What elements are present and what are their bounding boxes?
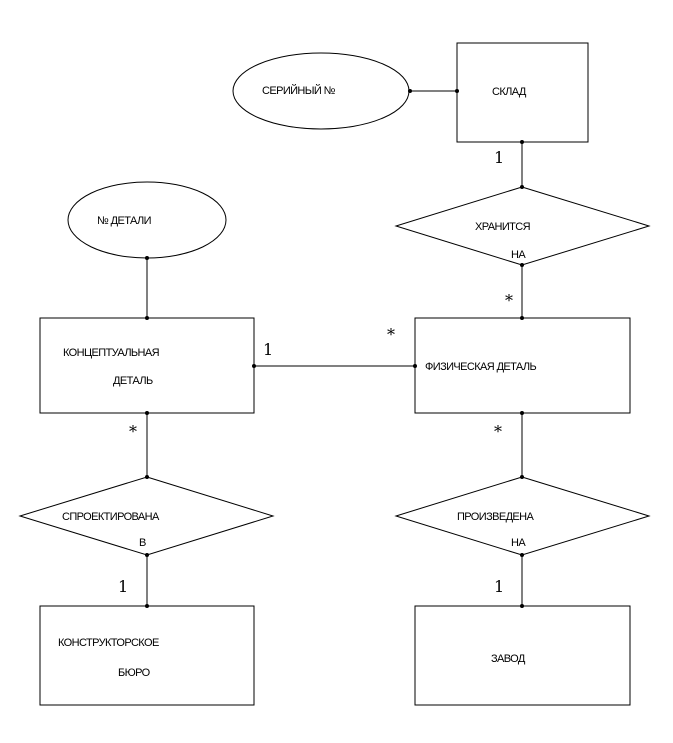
entity-warehouse-label: СКЛАД bbox=[492, 86, 527, 98]
entity-conceptual-part-label-1: КОНЦЕПТУАЛЬНАЯ bbox=[63, 347, 160, 359]
connection-dot bbox=[520, 604, 524, 608]
entity-warehouse: СКЛАД bbox=[456, 42, 589, 143]
entity-conceptual-part-label-2: ДЕТАЛЬ bbox=[113, 375, 153, 387]
connection-dot bbox=[145, 316, 149, 320]
connection-dot bbox=[413, 364, 417, 368]
cardinality-conceptual-link: 1 bbox=[263, 340, 273, 359]
connection-dots bbox=[145, 89, 524, 608]
relationship-produced: ПРОИЗВЕДЕНА НА bbox=[394, 476, 651, 556]
attribute-part-no: № ДЕТАЛИ bbox=[67, 181, 227, 259]
relationship-designed-label-2: В bbox=[139, 537, 146, 549]
connection-dot bbox=[520, 411, 524, 415]
entity-plant-box bbox=[414, 605, 631, 706]
connection-dot bbox=[455, 89, 459, 93]
relationship-designed: СПРОЕКТИРОВАНА В bbox=[18, 476, 275, 556]
cardinality-stored-physical: * bbox=[505, 291, 513, 310]
entity-design-bureau-label-1: КОНСТРУКТОРСКОЕ bbox=[58, 637, 159, 649]
relationship-produced-label-1: ПРОИЗВЕДЕНА bbox=[457, 511, 535, 523]
cardinality-produced-plant: 1 bbox=[494, 577, 504, 596]
relationship-stored-label-2: НА bbox=[511, 249, 526, 261]
attribute-part-no-label: № ДЕТАЛИ bbox=[97, 215, 151, 227]
connection-dot bbox=[520, 263, 524, 267]
connection-dot bbox=[145, 604, 149, 608]
relationship-stored: ХРАНИТСЯ НА bbox=[394, 186, 651, 266]
entity-plant-label: ЗАВОД bbox=[491, 653, 526, 665]
connection-dot bbox=[145, 411, 149, 415]
cardinality-conceptual-designed: * bbox=[129, 422, 137, 441]
cardinality-physical-link: * bbox=[387, 325, 395, 344]
connection-dot bbox=[145, 256, 149, 260]
entity-design-bureau-label-2: БЮРО bbox=[118, 667, 151, 679]
attribute-serial-no: СЕРИЙНЫЙ № bbox=[232, 52, 410, 130]
cardinality-designed-bureau: 1 bbox=[118, 577, 128, 596]
entity-design-bureau: КОНСТРУКТОРСКОЕ БЮРО bbox=[39, 605, 255, 706]
connection-dot bbox=[520, 185, 524, 189]
attribute-serial-no-label: СЕРИЙНЫЙ № bbox=[262, 84, 336, 97]
entity-conceptual-part-box bbox=[39, 317, 255, 414]
connection-dot bbox=[145, 475, 149, 479]
entity-design-bureau-box bbox=[39, 605, 255, 706]
connection-dot bbox=[408, 89, 412, 93]
connectors bbox=[146, 90, 523, 606]
relationship-produced-label-2: НА bbox=[511, 537, 526, 549]
connection-dot bbox=[520, 140, 524, 144]
cardinality-physical-produced: * bbox=[494, 422, 502, 441]
entity-physical-part-box bbox=[414, 317, 631, 414]
relationship-stored-label-1: ХРАНИТСЯ bbox=[475, 221, 531, 233]
entity-physical-part: ФИЗИЧЕСКАЯ ДЕТАЛЬ bbox=[414, 317, 631, 414]
entity-conceptual-part: КОНЦЕПТУАЛЬНАЯ ДЕТАЛЬ bbox=[39, 317, 255, 414]
connection-dot bbox=[520, 475, 524, 479]
entity-warehouse-box bbox=[456, 42, 589, 143]
entity-physical-part-label: ФИЗИЧЕСКАЯ ДЕТАЛЬ bbox=[425, 361, 537, 373]
connection-dot bbox=[145, 553, 149, 557]
connection-dot bbox=[520, 553, 524, 557]
connection-dot bbox=[252, 364, 256, 368]
connection-dot bbox=[520, 316, 524, 320]
cardinalities: 1 * 1 * * 1 * 1 bbox=[118, 148, 513, 596]
relationship-designed-label-1: СПРОЕКТИРОВАНА bbox=[62, 511, 160, 523]
entity-plant: ЗАВОД bbox=[414, 605, 631, 706]
cardinality-warehouse-stored: 1 bbox=[494, 148, 504, 167]
